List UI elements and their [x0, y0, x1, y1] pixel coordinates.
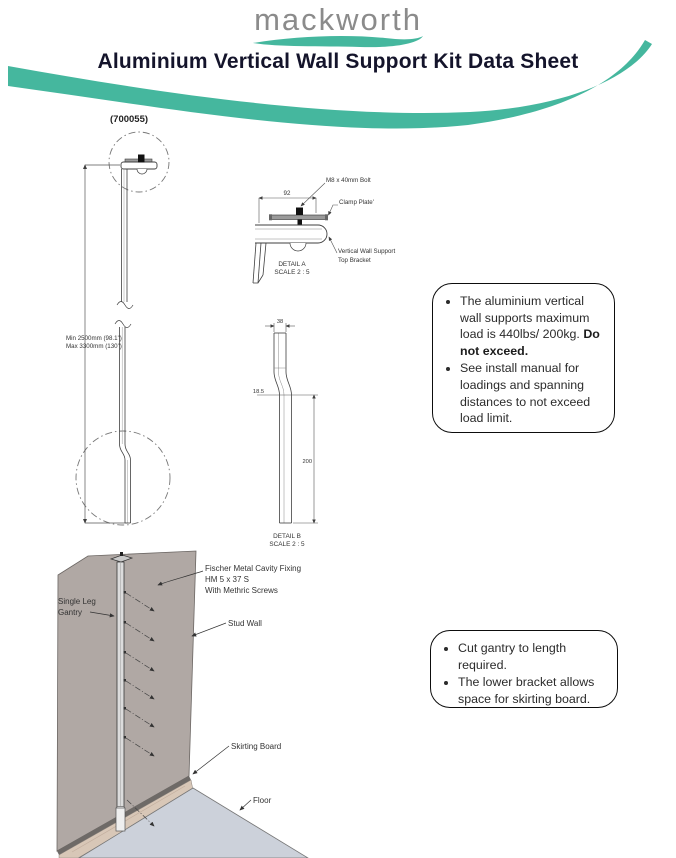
- detail-a-drawing: 92 M8 x 40mm Bolt C: [252, 177, 395, 284]
- support-elevation-drawing: Min 2500mm (98.1") Max 3300mm (130"): [66, 131, 171, 526]
- break-symbol-bottom: [114, 320, 132, 328]
- bolt-label: M8 x 40mm Bolt: [326, 177, 371, 184]
- gantry-label-line1: Single Leg: [58, 597, 96, 606]
- fixing-label-line1: Fischer Metal Cavity Fixing: [205, 564, 301, 573]
- gantry-label-line2: Gantry: [58, 608, 82, 617]
- length-dimension: [293, 394, 318, 524]
- detail-a-scale: SCALE 2 : 5: [274, 269, 310, 276]
- fixing-label-line2: HM 5 x 37 S: [205, 575, 249, 584]
- detail-b-scale: SCALE 2 : 5: [269, 541, 305, 548]
- dimension-38-label: 38: [277, 319, 283, 325]
- bracket-label-line2: Top Bracket: [338, 257, 371, 264]
- floor-shape: [78, 787, 309, 858]
- wall-post-lines: [252, 242, 267, 284]
- detail-b-callout-circle: [75, 430, 171, 526]
- dimension-min-label: Min 2500mm (98.1"): [66, 335, 122, 342]
- detail-a-title: DETAIL A: [278, 261, 306, 268]
- note-item: The aluminium vertical wall supports max…: [460, 293, 607, 359]
- gantry-top-plate: [109, 554, 134, 563]
- leader-lines: [300, 182, 338, 254]
- stud-wall-label: Stud Wall: [228, 619, 262, 628]
- note-list: The aluminium vertical wall supports max…: [433, 284, 614, 434]
- floor-label: Floor: [253, 796, 272, 805]
- cavity-fixing-lines: [125, 592, 155, 827]
- top-bracket-arm: [255, 224, 328, 252]
- note-text: See install manual for loadings and span…: [460, 361, 591, 426]
- skirting-grain: [71, 785, 186, 853]
- header-swoosh-shape: [8, 40, 652, 129]
- bracket-label-line1: Vertical Wall Support: [338, 248, 395, 255]
- detail-a-callout-circle: [108, 131, 170, 193]
- support-tube-upper: [114, 169, 134, 328]
- dimension-18-5-label: 18.5: [253, 389, 264, 395]
- width-dimension: [258, 196, 317, 223]
- gantry-assembly: [109, 552, 134, 832]
- note-item: The lower bracket allows space for skirt…: [458, 674, 610, 707]
- note-text: The lower bracket allows space for skirt…: [458, 675, 595, 706]
- logo-swoosh-icon: [253, 35, 423, 48]
- clamp-plate-shape: [269, 214, 328, 221]
- brand-logo: mackworth: [254, 2, 422, 37]
- install-note-box: Cut gantry to length required. The lower…: [430, 630, 618, 708]
- clamp-plate-label: Clamp Plate': [339, 199, 374, 206]
- note-item: See install manual for loadings and span…: [460, 360, 607, 426]
- bolt-head-shape: [296, 207, 303, 215]
- bolt-shape: [138, 154, 145, 163]
- detail-b-drawing: 38 18.5 200 DETAIL B SCALE 2 : 5: [253, 319, 318, 548]
- fixing-label-line3: With Methric Screws: [205, 586, 278, 595]
- lower-bracket-profile: [273, 332, 292, 524]
- page-title: Aluminium Vertical Wall Support Kit Data…: [97, 50, 579, 73]
- label-leader-lines: [89, 570, 252, 811]
- width-dimension: [265, 323, 295, 332]
- dimension-max-label: Max 3300mm (130"): [66, 343, 122, 350]
- load-warning-note-box: The aluminium vertical wall supports max…: [432, 283, 615, 433]
- gantry-top-bolt: [120, 552, 123, 556]
- dimension-92-label: 92: [284, 190, 291, 197]
- header-swoosh-icon: [8, 40, 652, 129]
- gantry-foot: [115, 807, 126, 832]
- height-dimension: [82, 164, 128, 524]
- top-bracket: [120, 154, 158, 175]
- bolt-shank-shape: [297, 219, 302, 227]
- installation-drawing: Fischer Metal Cavity Fixing HM 5 x 37 S …: [56, 550, 309, 858]
- note-list: Cut gantry to length required. The lower…: [431, 631, 617, 714]
- part-number: (700055): [110, 114, 149, 125]
- support-tube-lower: [119, 327, 131, 524]
- note-text: Cut gantry to length required.: [458, 641, 567, 672]
- note-item: Cut gantry to length required.: [458, 640, 610, 673]
- detail-b-title: DETAIL B: [273, 533, 301, 540]
- stud-wall-shape: [56, 550, 197, 852]
- dimension-200-label: 200: [303, 459, 313, 465]
- skirting-label: Skirting Board: [231, 742, 281, 751]
- logo-swoosh-shape: [253, 35, 423, 48]
- note-text: The aluminium vertical wall supports max…: [460, 294, 590, 342]
- break-symbol-top: [116, 301, 134, 309]
- note-text-bold: Do not exceed.: [460, 327, 600, 358]
